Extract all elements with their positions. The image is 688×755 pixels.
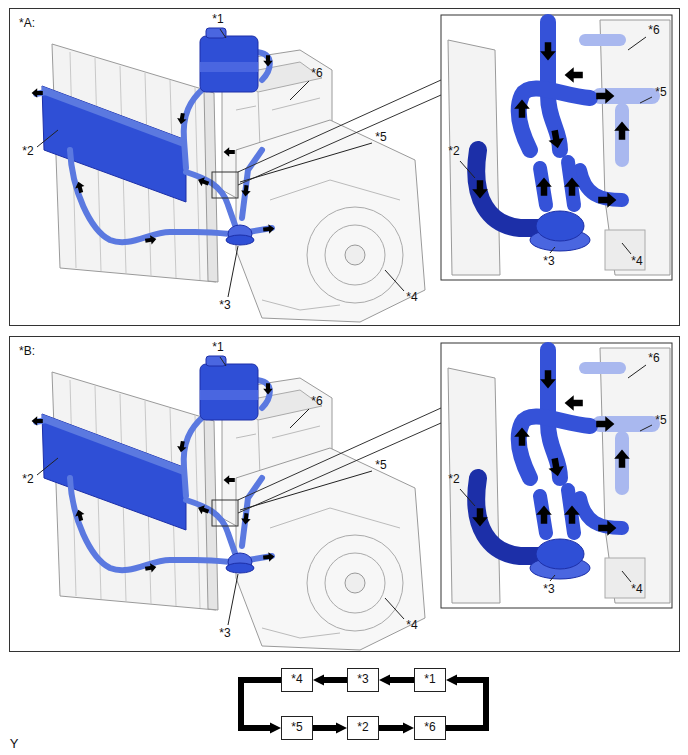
callout-number: *5 [375, 131, 386, 145]
view-panel: *B: [9, 336, 680, 652]
callout-number: *5 [375, 459, 386, 473]
flow-box: *3 [347, 668, 379, 692]
callout-number: *3 [219, 627, 230, 641]
flow-box: *6 [414, 716, 446, 740]
callout-number: *6 [648, 24, 659, 38]
flow-connector [313, 725, 336, 731]
box-label: *2 [357, 721, 368, 735]
callout-number: *3 [543, 255, 554, 269]
callout-number: *5 [655, 414, 666, 428]
box-label: *3 [357, 673, 368, 687]
figure-code: Y [10, 737, 19, 752]
box-label: *6 [424, 721, 435, 735]
panel-a-illustration [32, 15, 672, 322]
flow-box: *5 [281, 716, 313, 740]
panel-label: *B: [19, 345, 35, 359]
callout-number: *2 [22, 145, 33, 159]
callout-number: *4 [631, 583, 642, 597]
callout-number: *2 [448, 473, 459, 487]
callout-number: *4 [631, 255, 642, 269]
callout-number: *2 [22, 473, 33, 487]
view-panel: *A: [9, 8, 680, 326]
callout-number: *6 [311, 67, 322, 81]
callout-number: *1 [212, 341, 223, 355]
box-label: *4 [291, 673, 302, 687]
callout-number: *4 [406, 619, 417, 633]
callout-number: *6 [311, 395, 322, 409]
callout-number: *6 [648, 352, 659, 366]
flow-connector [379, 725, 403, 731]
panel-label: *A: [19, 17, 35, 31]
callout-number: *3 [219, 299, 230, 313]
flow-connector [390, 677, 414, 683]
flow-connector [446, 680, 486, 728]
box-label: *5 [291, 721, 302, 735]
flow-box: *4 [281, 668, 313, 692]
panel-b-illustration [32, 343, 672, 650]
flow-connector [241, 680, 281, 728]
flow-connector [324, 677, 347, 683]
flow-box: *2 [347, 716, 379, 740]
box-label: *1 [424, 673, 435, 687]
callout-number: *3 [543, 583, 554, 597]
callout-number: *5 [655, 86, 666, 100]
callout-number: *4 [406, 291, 417, 305]
flow-box: *1 [414, 668, 446, 692]
callout-number: *1 [212, 13, 223, 27]
callout-number: *2 [448, 145, 459, 159]
